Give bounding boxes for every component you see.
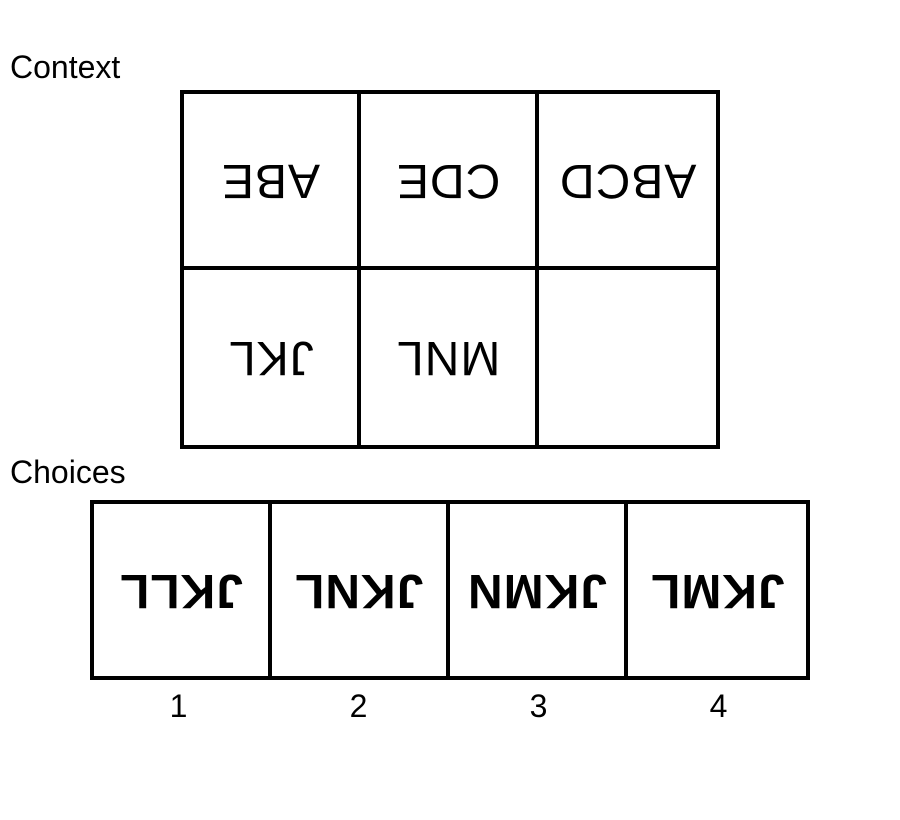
context-label: Context [10,49,121,85]
context-cell-3: ABCD [538,94,716,270]
context-cell-empty [539,270,716,446]
choice-number: 3 [529,688,548,724]
context-cell-2: CDE [361,94,539,270]
context-cell-text: ABCD [558,153,696,207]
context-cell-4: JKL [184,269,362,445]
choice-number: 2 [349,688,368,724]
choice-number: 1 [169,688,188,724]
context-cell-text: JKL [227,331,314,385]
choice-option-3[interactable]: JKMN [450,504,628,676]
context-cell-5: MNL [361,269,539,445]
choice-option-text: JKLL [119,564,243,617]
context-cell-1: ABE [184,94,362,270]
choice-option-1[interactable]: JKLL [94,504,272,676]
choice-option-text: JKML [649,564,785,617]
choices-label: Choices [10,454,126,490]
context-cell-text: MNL [395,331,501,385]
context-cell-text: CDE [395,153,501,207]
choice-number: 4 [709,688,728,724]
context-cell-text: ABE [221,153,321,207]
context-grid: ABE CDE ABCD JKL MNL [180,90,720,449]
choices-grid: JKLL JKNL JKMN JKML [90,500,810,680]
choice-option-text: JKNL [294,564,424,617]
choice-option-text: JKMN [466,564,607,617]
choice-option-2[interactable]: JKNL [272,504,450,676]
choice-option-4[interactable]: JKML [628,504,806,676]
choice-numbers: 1 2 3 4 [90,690,810,722]
